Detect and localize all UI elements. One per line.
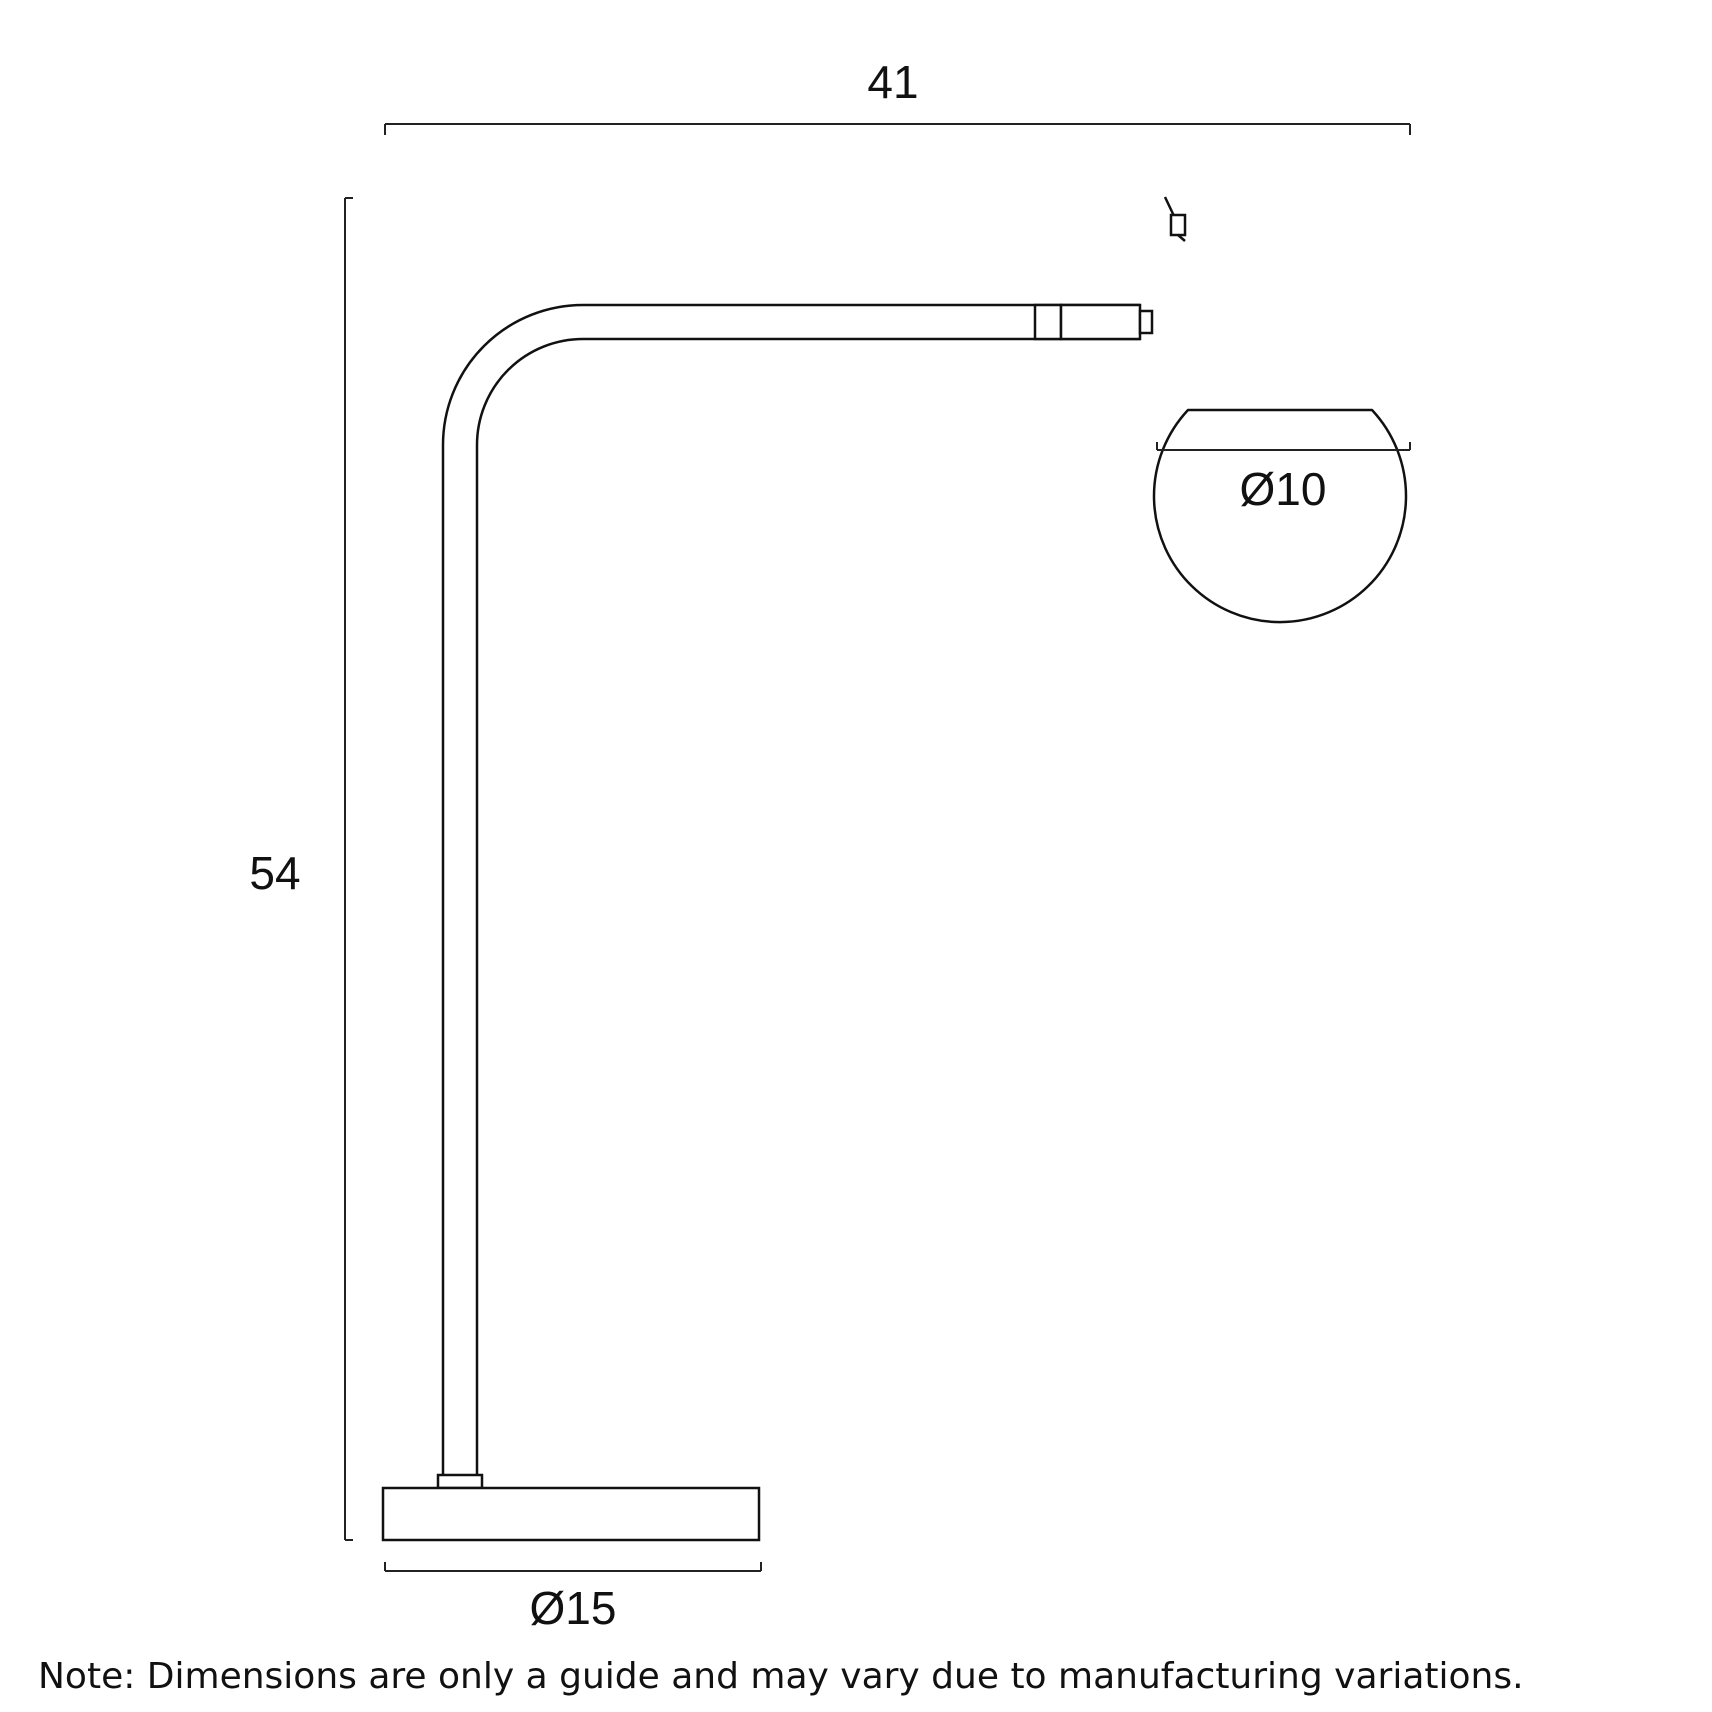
lamp-arm-outer bbox=[441, 303, 1140, 1475]
base-collar bbox=[436, 1473, 484, 1490]
base-diameter-dimension-line bbox=[384, 1562, 762, 1572]
lamp-base bbox=[381, 1486, 761, 1542]
shade-diameter-dimension-line bbox=[1156, 442, 1411, 451]
shade-connector bbox=[1059, 303, 1154, 341]
base-diameter-label: Ø15 bbox=[530, 1582, 617, 1634]
arm-collar bbox=[1033, 303, 1063, 341]
width-dimension-line bbox=[384, 123, 1411, 135]
dimensions-note: Note: Dimensions are only a guide and ma… bbox=[38, 1656, 1524, 1697]
lamp-shade bbox=[1152, 408, 1408, 624]
width-label: 41 bbox=[867, 56, 918, 108]
shade-diameter-label: Ø10 bbox=[1240, 463, 1327, 515]
switch-icon bbox=[1163, 196, 1187, 242]
lamp-arm-inner bbox=[475, 337, 1140, 1475]
height-dimension-line bbox=[344, 197, 353, 1541]
height-label: 54 bbox=[249, 847, 300, 899]
